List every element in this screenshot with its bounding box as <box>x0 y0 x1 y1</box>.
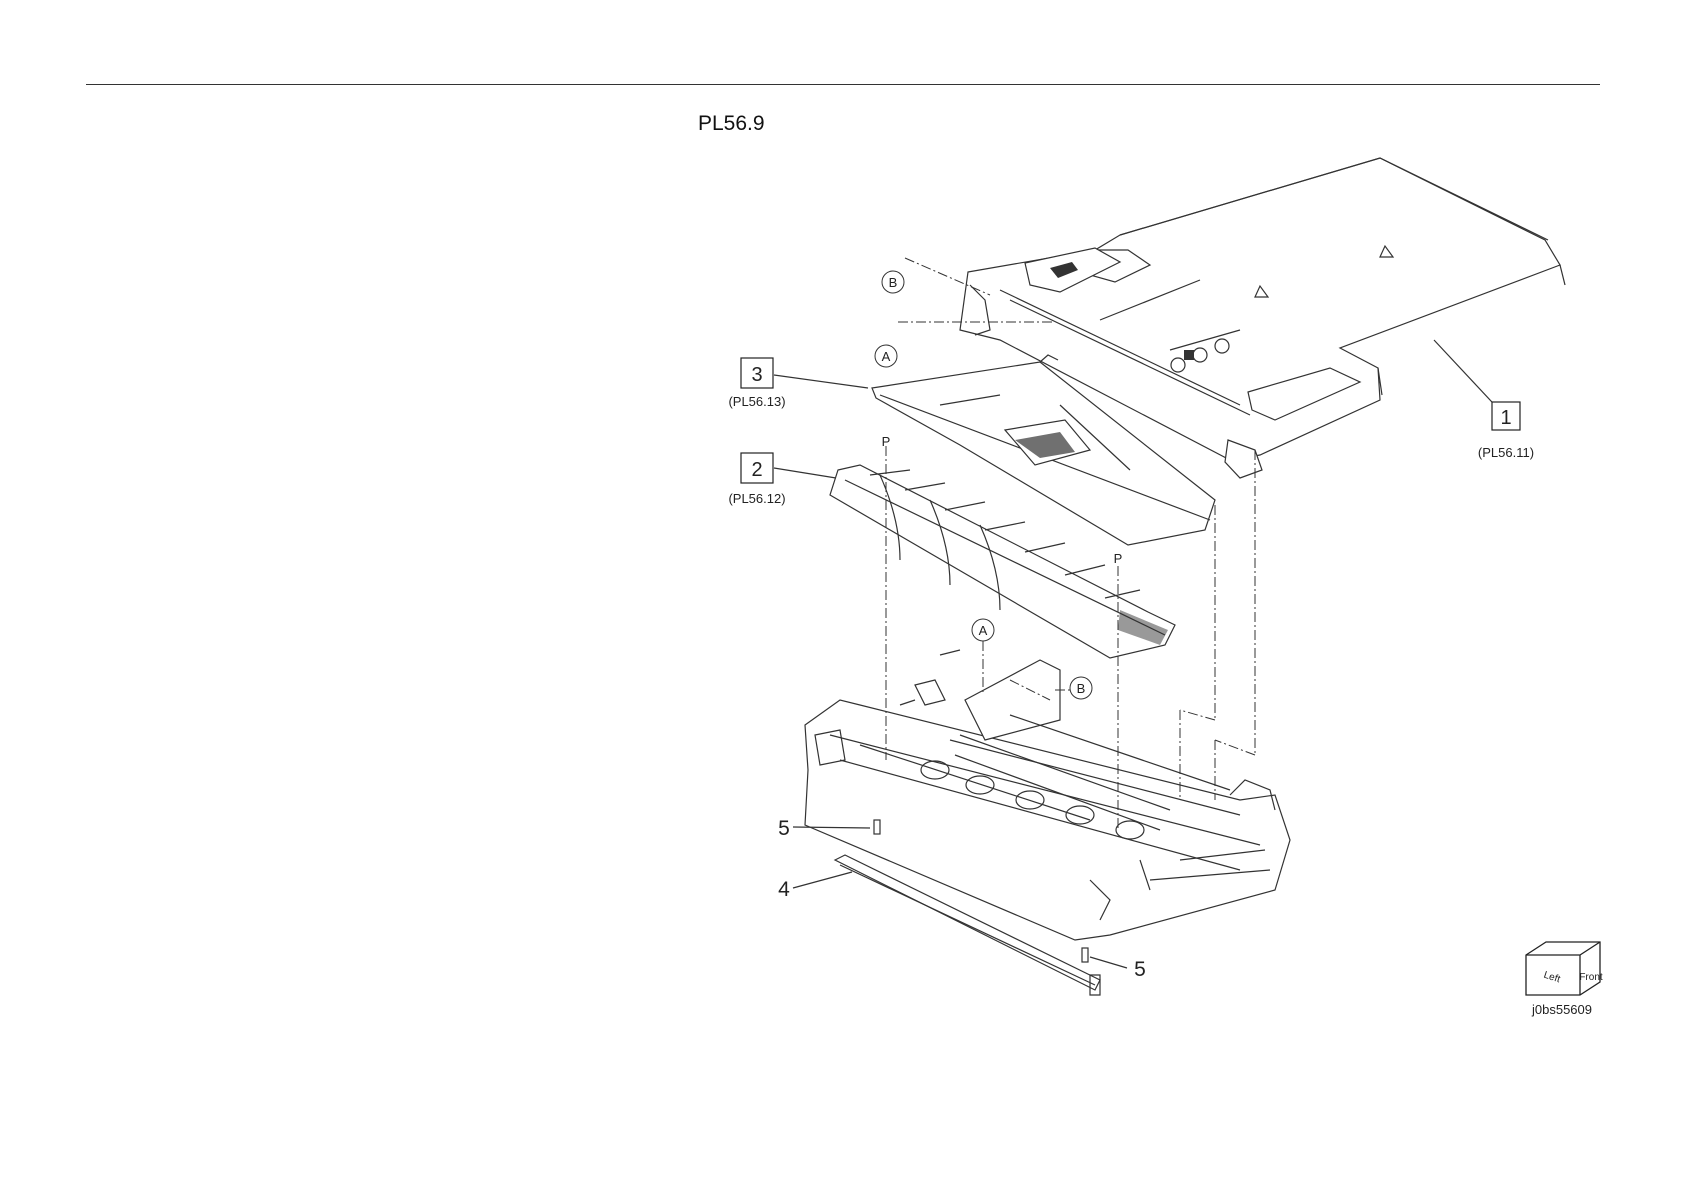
svg-text:(PL56.12): (PL56.12) <box>728 491 785 506</box>
svg-text:(PL56.11): (PL56.11) <box>1478 445 1534 460</box>
marker-b-bottom: B <box>1070 677 1092 699</box>
svg-text:1: 1 <box>1500 407 1511 429</box>
callout-3: 3 (PL56.13) <box>728 358 785 409</box>
svg-text:A: A <box>979 623 988 638</box>
callout-4: 4 <box>778 878 790 901</box>
callout-5-left: 5 <box>778 817 790 840</box>
svg-text:2: 2 <box>751 459 762 481</box>
svg-text:A: A <box>882 349 891 364</box>
callout-2: 2 (PL56.12) <box>728 453 785 506</box>
svg-text:Front: Front <box>1579 972 1603 983</box>
feeder-frame-assembly <box>805 650 1290 940</box>
svg-text:3: 3 <box>751 364 762 386</box>
marker-p-right: P <box>1114 551 1123 566</box>
marker-a-top: A <box>875 345 897 367</box>
marker-p-left: P <box>882 434 891 449</box>
callout-1: 1 (PL56.11) <box>1478 402 1534 460</box>
svg-text:(PL56.13): (PL56.13) <box>728 394 785 409</box>
marker-a-bottom: A <box>972 619 994 641</box>
svg-text:B: B <box>889 275 898 290</box>
image-id-label: j0bs55609 <box>1531 1002 1592 1017</box>
callout-5-right: 5 <box>1134 958 1146 981</box>
orientation-cube-icon: Left Front <box>1526 942 1603 995</box>
marker-b-top: B <box>882 271 904 293</box>
svg-text:B: B <box>1077 681 1086 696</box>
